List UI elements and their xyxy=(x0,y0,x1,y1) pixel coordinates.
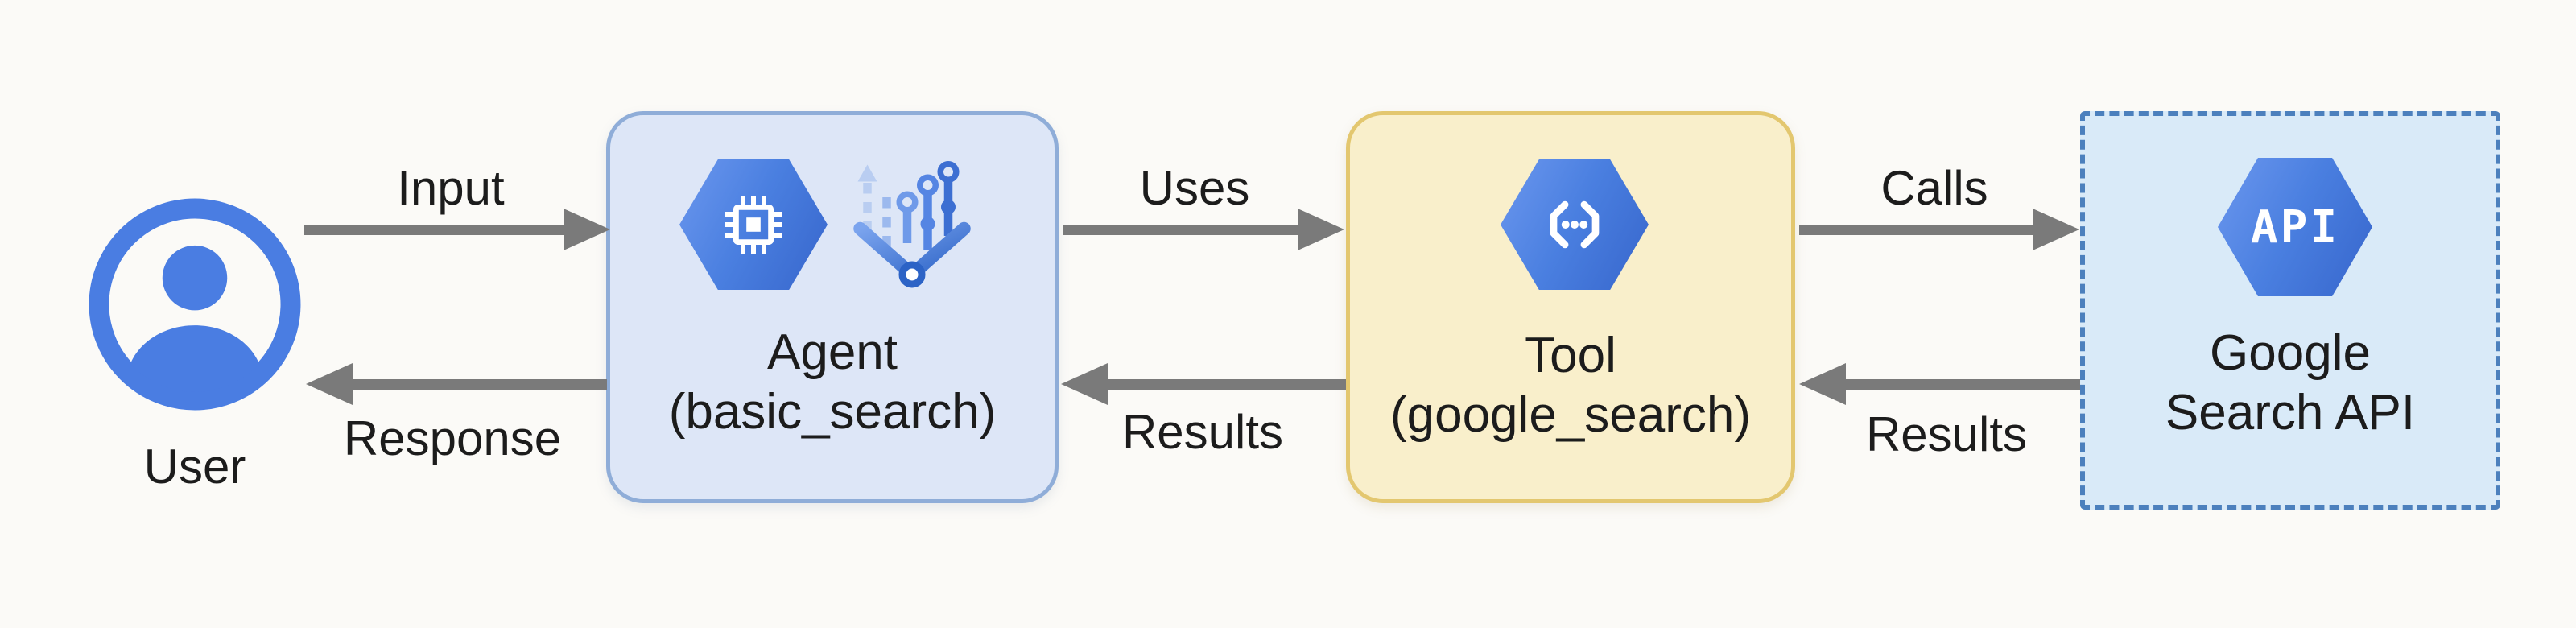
arrow-shaft xyxy=(1799,224,2034,235)
api-node-title: Google Search API xyxy=(2085,324,2496,443)
results-tool-to-agent-label: Results xyxy=(1121,405,1284,459)
calls-arrow-label: Calls xyxy=(1880,161,1988,215)
input-arrow xyxy=(304,209,610,250)
arrow-shaft xyxy=(1844,378,2080,390)
results-api-to-tool-label: Results xyxy=(1865,407,2028,461)
uses-arrow xyxy=(1063,209,1344,250)
agent-title-line: Agent xyxy=(766,324,898,380)
arrow-shaft xyxy=(1063,224,1299,235)
tool-node-title: Tool (google_search) xyxy=(1350,326,1791,445)
results-api-to-tool-arrow xyxy=(1799,363,2080,405)
code-brackets-hexagon-icon xyxy=(1501,159,1649,290)
arrow-shaft xyxy=(1106,378,1346,390)
input-arrow-label: Input xyxy=(397,161,505,215)
arrow-shaft xyxy=(351,378,607,390)
arrowhead-right-icon xyxy=(564,209,610,250)
arrow-shaft xyxy=(304,224,565,235)
cpu-chip-hexagon-icon xyxy=(679,159,828,290)
tool-title-line: Tool xyxy=(1525,328,1616,383)
user-circle-icon xyxy=(89,198,301,411)
response-arrow xyxy=(306,363,607,405)
uses-arrow-label: Uses xyxy=(1139,161,1250,215)
agent-subtitle-line: (basic_search) xyxy=(668,384,997,440)
tool-node: Tool (google_search) xyxy=(1346,111,1795,503)
results-tool-to-agent-arrow xyxy=(1061,363,1346,405)
arrowhead-left-icon xyxy=(306,363,353,405)
arrowhead-right-icon xyxy=(1298,209,1344,250)
tool-subtitle-line: (google_search) xyxy=(1389,387,1752,443)
arrowhead-left-icon xyxy=(1799,363,1846,405)
api-title-line-1: Google xyxy=(2210,325,2371,381)
api-title-line-2: Search API xyxy=(2165,385,2416,440)
vertex-ai-branch-icon xyxy=(853,161,971,288)
agent-node: Agent (basic_search) xyxy=(606,111,1059,503)
calls-arrow xyxy=(1799,209,2079,250)
arrowhead-right-icon xyxy=(2033,209,2079,250)
api-hexagon-label: API xyxy=(2250,200,2340,254)
agent-node-title: Agent (basic_search) xyxy=(610,323,1055,442)
google-search-api-node: API Google Search API xyxy=(2080,111,2500,510)
response-arrow-label: Response xyxy=(343,411,562,465)
arrowhead-left-icon xyxy=(1061,363,1108,405)
user-node-label: User xyxy=(143,440,246,494)
api-hexagon-icon: API xyxy=(2218,158,2372,296)
